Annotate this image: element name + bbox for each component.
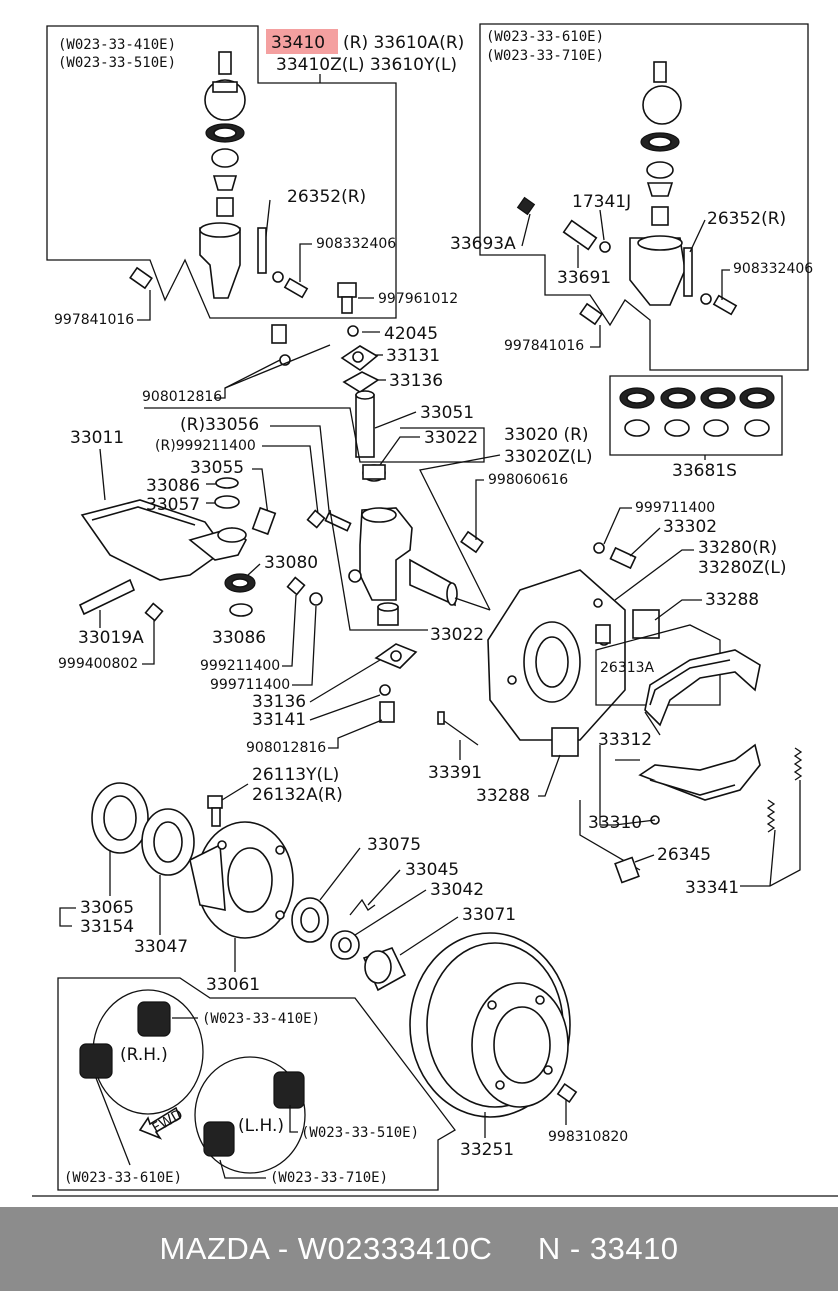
box-top-left-outline bbox=[46, 25, 397, 319]
label-33055: 33055 bbox=[190, 458, 244, 478]
label-box-b-510: (W023-33-510E) bbox=[301, 1125, 419, 1141]
label-33302: 33302 bbox=[663, 517, 717, 537]
label-999711400-a: 999711400 bbox=[635, 500, 715, 516]
label-33136-a: 33136 bbox=[389, 371, 443, 391]
label-17341J: 17341J bbox=[572, 192, 631, 212]
label-33131: 33131 bbox=[386, 346, 440, 366]
label-26132A: 26132A(R) bbox=[252, 785, 343, 805]
label-33047: 33047 bbox=[134, 937, 188, 957]
label-33410Z: 33410Z(L) 33610Y(L) bbox=[276, 55, 457, 75]
label-33042: 33042 bbox=[430, 880, 484, 900]
hub-seal-33065 bbox=[91, 782, 149, 854]
brake-shoe-lower bbox=[638, 743, 761, 825]
label-33011: 33011 bbox=[70, 428, 124, 448]
brake-backing-plate bbox=[487, 569, 626, 741]
kingpin-parts-right bbox=[629, 61, 686, 306]
label-908332406-a: 908332406 bbox=[316, 236, 396, 252]
label-33075: 33075 bbox=[367, 835, 421, 855]
label-908332406-b: 908332406 bbox=[733, 261, 813, 277]
label-33312: 33312 bbox=[598, 730, 652, 750]
label-33691: 33691 bbox=[557, 268, 611, 288]
nut-33042 bbox=[330, 930, 360, 960]
footer-part-number: MAZDA - W02333410C N - 33410 bbox=[159, 1231, 679, 1266]
parts-diagram: (W023-33-410E) (W023-33-510E) 26352(R) 9… bbox=[32, 23, 838, 1197]
label-33288-a: 33288 bbox=[705, 590, 759, 610]
label-33141: 33141 bbox=[252, 710, 306, 730]
label-26352-a: 26352(R) bbox=[287, 187, 366, 207]
label-33045: 33045 bbox=[405, 860, 459, 880]
box-top-right-outline bbox=[479, 23, 809, 371]
label-33251: 33251 bbox=[460, 1140, 514, 1160]
bearing-kit-33681S bbox=[619, 387, 775, 437]
label-33280: 33280(R) bbox=[698, 538, 777, 558]
footer-bar: MAZDA - W02333410C N - 33410 bbox=[0, 1207, 838, 1291]
label-33681S: 33681S bbox=[672, 461, 737, 481]
fwd-arrow bbox=[138, 1106, 181, 1140]
label-33071: 33071 bbox=[462, 905, 516, 925]
label-33086-b: 33086 bbox=[212, 628, 266, 648]
label-33693A: 33693A bbox=[450, 234, 516, 254]
label-26113Y: 26113Y(L) bbox=[252, 765, 339, 785]
label-33061: 33061 bbox=[206, 975, 260, 995]
label-box-b-610: (W023-33-610E) bbox=[64, 1170, 182, 1186]
label-33610A: (R) 33610A(R) bbox=[343, 33, 464, 53]
label-997961012: 997961012 bbox=[378, 291, 458, 307]
label-33065: 33065 bbox=[80, 898, 134, 918]
label-33341: 33341 bbox=[685, 878, 739, 898]
label-box-tl-b: (W023-33-510E) bbox=[58, 55, 176, 71]
label-33022-b: 33022 bbox=[430, 625, 484, 645]
brake-drum-33251 bbox=[409, 932, 571, 1118]
drum-lh-outline bbox=[194, 1056, 306, 1174]
label-fwd: FWD bbox=[150, 1107, 186, 1137]
label-box-tl-a: (W023-33-410E) bbox=[58, 37, 176, 53]
label-26352-b: 26352(R) bbox=[707, 209, 786, 229]
label-998310820: 998310820 bbox=[548, 1129, 628, 1145]
label-rh: (R.H.) bbox=[120, 1045, 168, 1065]
label-33310: 33310 bbox=[588, 813, 642, 833]
label-box-b-410: (W023-33-410E) bbox=[202, 1011, 320, 1027]
hub-33061 bbox=[189, 821, 294, 939]
box-bottom-left-outline bbox=[57, 977, 456, 1191]
label-box-tr-b: (W023-33-710E) bbox=[486, 48, 604, 64]
label-997841016-b: 997841016 bbox=[504, 338, 584, 354]
label-999400802: 999400802 bbox=[58, 656, 138, 672]
brake-shoe-upper bbox=[644, 649, 761, 727]
label-33154: 33154 bbox=[80, 917, 134, 937]
cap-33071 bbox=[362, 947, 407, 992]
label-33020Z: 33020Z(L) bbox=[504, 447, 592, 467]
bearing-33075 bbox=[291, 897, 329, 943]
label-33280Z: 33280Z(L) bbox=[698, 558, 786, 578]
label-33019A: 33019A bbox=[78, 628, 144, 648]
label-33057: 33057 bbox=[146, 495, 200, 515]
label-33086-a: 33086 bbox=[146, 476, 200, 496]
label-33020: 33020 (R) bbox=[504, 425, 589, 445]
label-26313A: 26313A bbox=[600, 660, 655, 676]
label-997841016-a: 997841016 bbox=[54, 312, 134, 328]
label-908012816-a: 908012816 bbox=[142, 389, 222, 405]
return-springs bbox=[766, 747, 803, 833]
label-33391: 33391 bbox=[428, 763, 482, 783]
label-box-b-710: (W023-33-710E) bbox=[270, 1170, 388, 1186]
steering-knuckle bbox=[348, 507, 458, 607]
label-999711400-b: 999711400 bbox=[210, 677, 290, 693]
bearing-33047 bbox=[141, 808, 195, 876]
label-33056: (R)33056 bbox=[180, 415, 259, 435]
highlight-33410 bbox=[266, 29, 338, 54]
label-26345: 26345 bbox=[657, 845, 711, 865]
label-42045: 42045 bbox=[384, 324, 438, 344]
label-33022-a: 33022 bbox=[424, 428, 478, 448]
label-lh: (L.H.) bbox=[238, 1116, 284, 1136]
label-999211400-b: 999211400 bbox=[200, 658, 280, 674]
label-998060616: 998060616 bbox=[488, 472, 568, 488]
label-33288-b: 33288 bbox=[476, 786, 530, 806]
link-arm-33011 bbox=[78, 499, 248, 616]
label-908012816-b: 908012816 bbox=[246, 740, 326, 756]
kingpin-parts-left bbox=[199, 51, 246, 299]
label-33051: 33051 bbox=[420, 403, 474, 423]
label-box-tr-a: (W023-33-610E) bbox=[486, 29, 604, 45]
label-33136-b: 33136 bbox=[252, 692, 306, 712]
label-999211400-a: (R)999211400 bbox=[155, 438, 256, 454]
label-33080: 33080 bbox=[264, 553, 318, 573]
label-33410-highlight: 33410 bbox=[271, 33, 325, 53]
